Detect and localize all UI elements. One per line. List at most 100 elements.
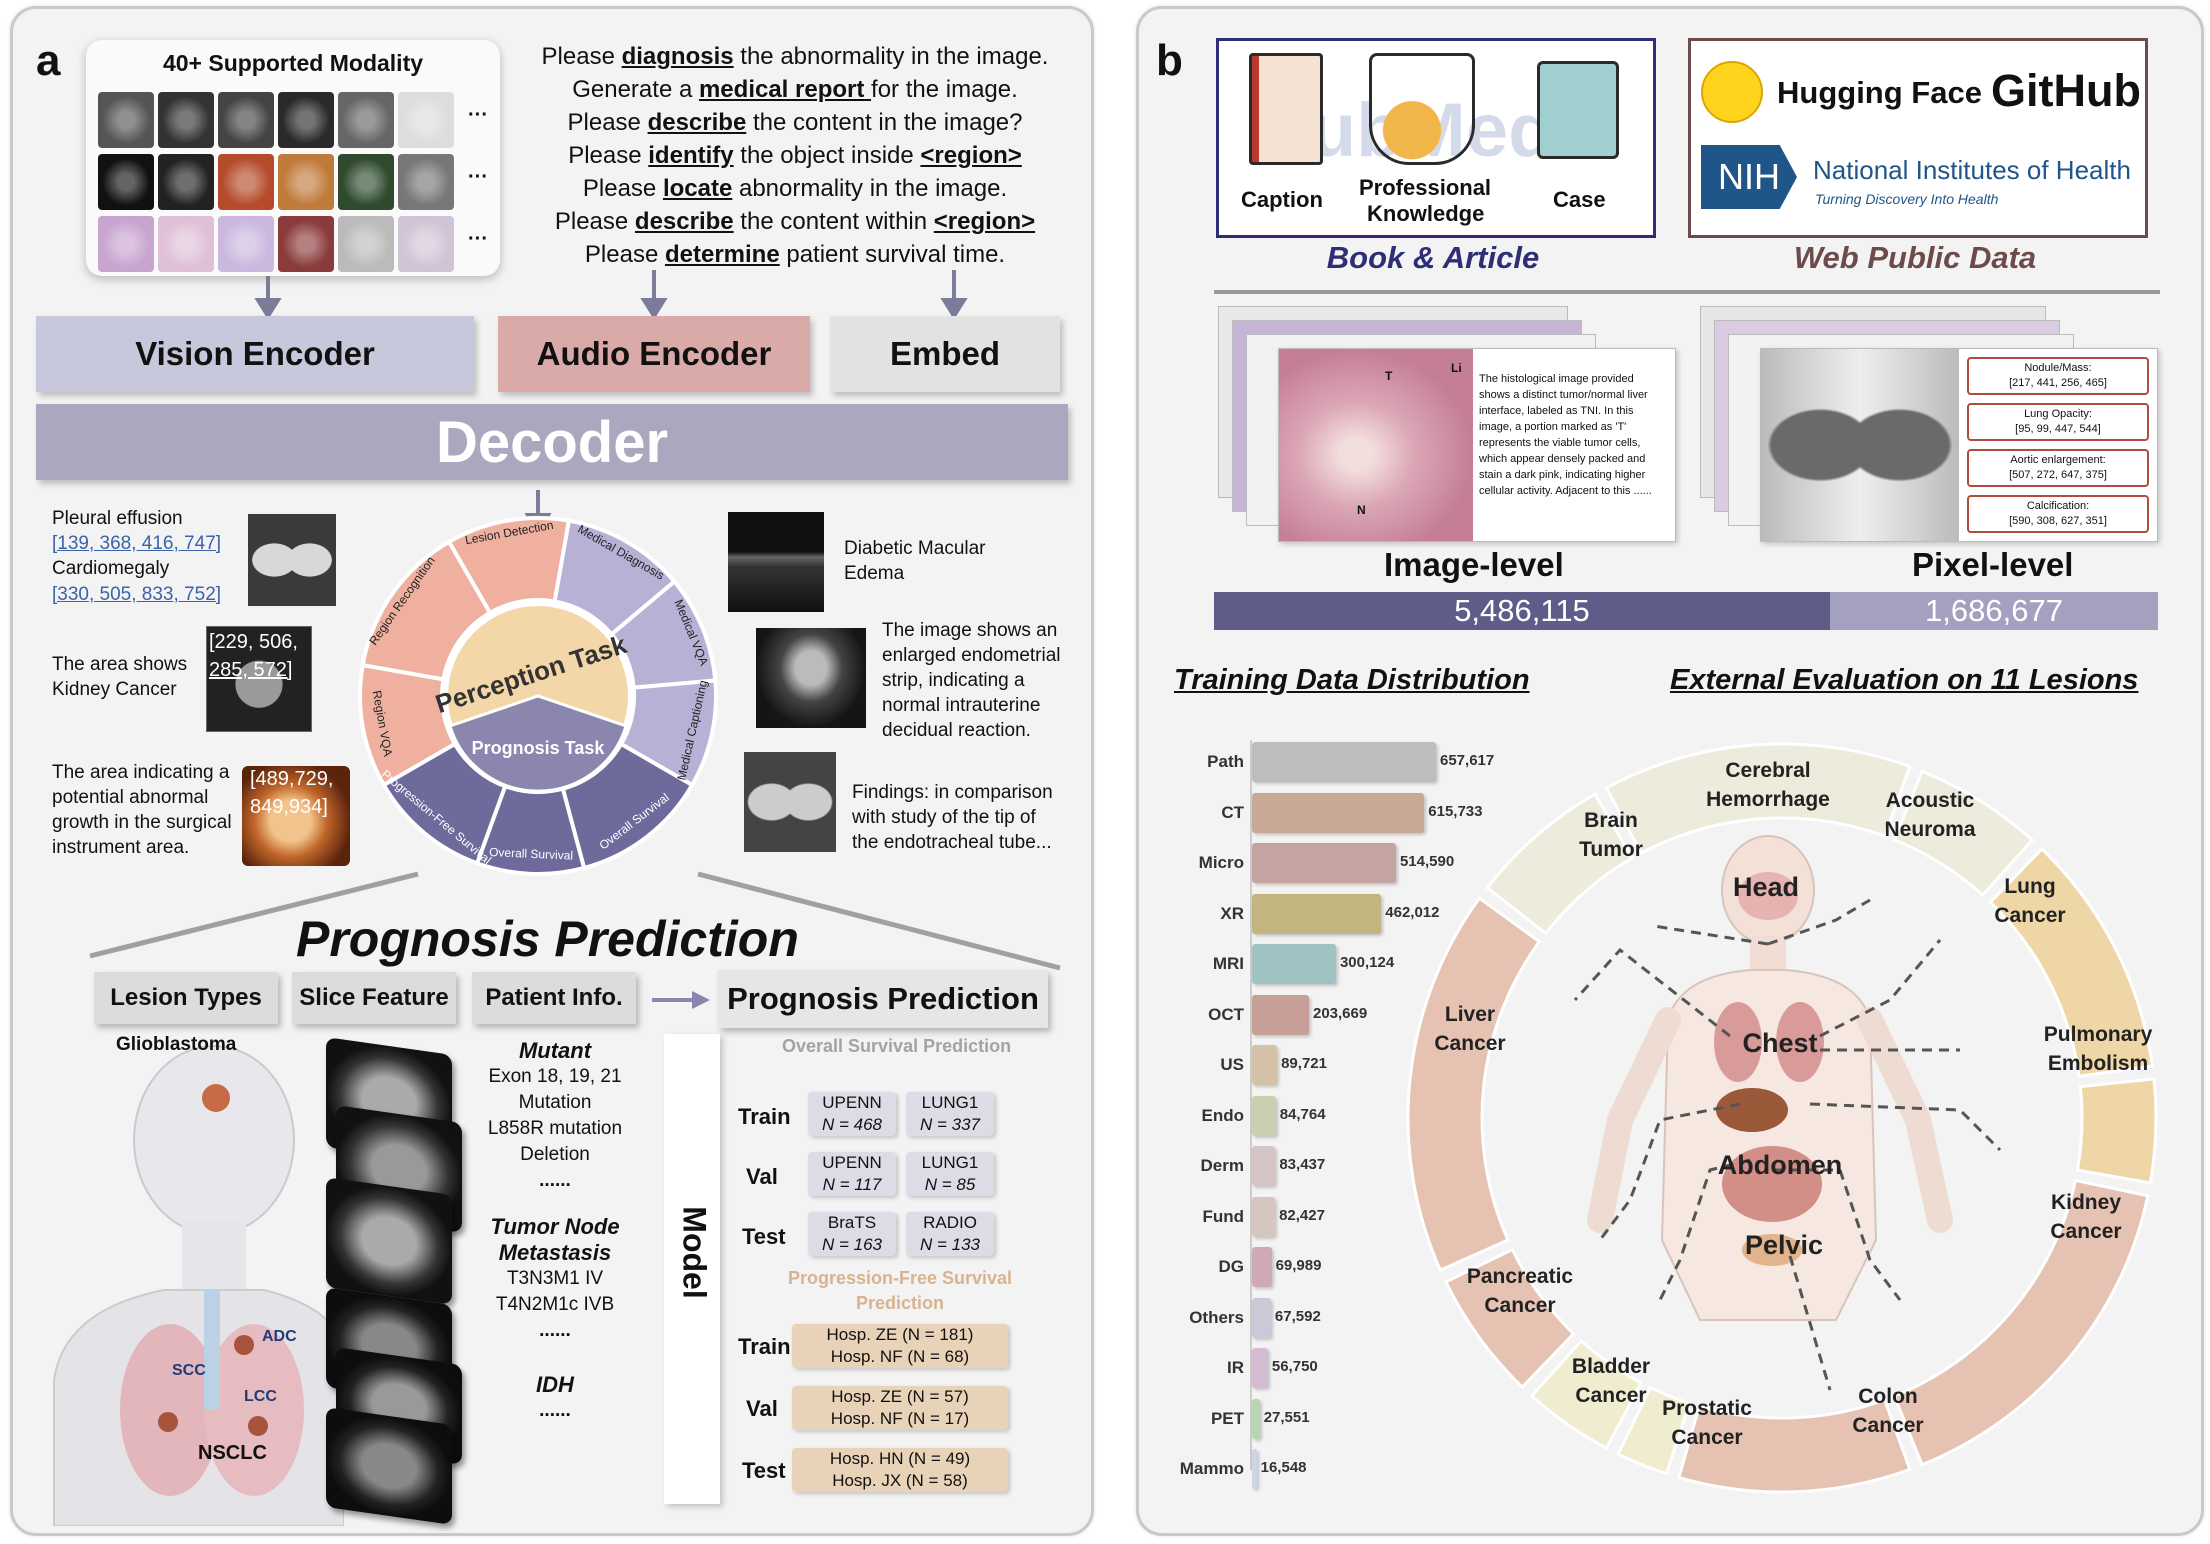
prognosis-callout-lines: [89, 871, 1061, 971]
pfs-title-line: Progression-Free Survival: [787, 1268, 1013, 1288]
histo-label: T: [1385, 369, 1393, 383]
ultrasound-line: The image shows an: [882, 620, 1058, 641]
prompt-3: Please describe the content in the image…: [567, 109, 1023, 136]
modality-thumb: [338, 92, 394, 148]
lesion-line: Liver: [1444, 1003, 1496, 1026]
lesion-sector: [1988, 846, 2155, 1078]
kidney-box-coord: 285, 572]: [209, 659, 293, 681]
arrow-right-icon: [652, 991, 710, 1009]
bar-category-label: OCT: [1208, 1004, 1244, 1024]
panel-a-label: a: [36, 36, 61, 85]
findings-caption: Findings: in comparison with study of th…: [852, 780, 1053, 855]
modality-thumb: [398, 216, 454, 272]
lesion-sector: [1892, 1178, 2150, 1467]
bar: [1252, 994, 1309, 1035]
lesion-line: Cancer: [1994, 904, 2066, 927]
histo-label: N: [1357, 503, 1366, 517]
modality-thumb: [218, 154, 274, 210]
case-icon: [1537, 61, 1619, 159]
mutant-line: Deletion: [520, 1144, 590, 1165]
oct-thumb: [728, 512, 824, 612]
prompt-7: Please determine patient survival time.: [584, 241, 1006, 268]
xray-image: [1761, 349, 1959, 541]
kidney-label-2: Kidney Cancer: [52, 679, 177, 700]
split-label: Test: [742, 1458, 786, 1483]
idh-dots: ......: [539, 1400, 571, 1421]
lesion-wheel: Head Chest Abdomen Pelvic: [1406, 742, 2158, 1494]
bar-category-label: Endo: [1201, 1105, 1245, 1125]
bar-value-label: 462,012: [1385, 903, 1440, 921]
bar-category-label: Mammo: [1179, 1459, 1244, 1478]
pixel-box-line: [217, 441, 256, 465]: [2009, 377, 2107, 389]
modality-thumb: [398, 154, 454, 210]
dme-label: Diabetic Macular Edema: [844, 536, 986, 586]
histology-card: T Li N The histological image provided s…: [1278, 348, 1676, 542]
lesion-line: Cancer: [1671, 1426, 1743, 1449]
prompt-5: Please locate abnormality in the image.: [582, 175, 1008, 202]
kidney-label-1: The area shows: [52, 654, 188, 675]
lesion-sector: [1616, 1385, 1692, 1476]
flask-icon: [1369, 53, 1475, 165]
chart-axis: [1250, 740, 1252, 1470]
pfs-cell-line: Hosp. ZE (N = 181): [826, 1325, 974, 1344]
bar-value-label: 56,750: [1271, 1358, 1318, 1375]
bar: [1252, 893, 1382, 934]
chest-label: Chest: [1742, 1028, 1817, 1058]
modality-thumb: [98, 216, 154, 272]
ellipsis: ···: [468, 166, 488, 188]
pixel-annotation-box: Aortic enlargement:[507, 272, 647, 375]: [1967, 449, 2149, 487]
os-cell-name: LUNG1: [921, 1153, 979, 1172]
bar: [1252, 944, 1336, 984]
prognosis-title: Prognosis Prediction: [296, 911, 799, 967]
pfs-cell-line: Hosp. HN (N = 49): [829, 1449, 971, 1468]
modality-thumb: [158, 92, 214, 148]
pixel-box-line: Aortic enlargement:: [2010, 454, 2106, 466]
ellipsis: ···: [468, 228, 488, 250]
bar-category-label: Others: [1189, 1307, 1244, 1327]
findings-line: the endotracheal tube...: [852, 832, 1052, 853]
lesion-line: Brain: [1584, 809, 1638, 832]
lesion-line: Kidney: [2050, 1191, 2121, 1214]
eval-title: External Evaluation on 11 Lesions: [1670, 664, 2139, 696]
lesion-line: Colon: [1858, 1385, 1918, 1408]
lesion-line: Lung: [2004, 875, 2056, 898]
xray-card: Nodule/Mass:[217, 441, 256, 465]Lung Opa…: [1760, 348, 2158, 542]
prompt-1: Please diagnosis the abnormality in the …: [541, 43, 1049, 70]
lesion-sector: [1529, 1338, 1644, 1451]
book-article-title: Book & Article: [1326, 240, 1540, 275]
tnm-line: T4N2M1c IVB: [495, 1294, 615, 1315]
nsclc-label: NSCLC: [198, 1442, 267, 1464]
bar-category-label: XR: [1220, 903, 1244, 923]
nih-tagline: Turning Discovery Into Health: [1815, 191, 1999, 207]
os-cell-name: UPENN: [822, 1153, 882, 1172]
bar: [1252, 1297, 1271, 1338]
bar-value-label: 16,548: [1260, 1459, 1307, 1476]
lesion-line: Neuroma: [1884, 818, 1976, 841]
body-figure: [1587, 835, 1953, 1321]
wheel-segment-label: Overall Survival: [489, 845, 574, 863]
bar-category-label: Fund: [1202, 1206, 1244, 1226]
modality-thumb: [338, 154, 394, 210]
dist-title: Training Data Distribution: [1174, 664, 1530, 696]
tnm-heading-2: Metastasis: [498, 1240, 612, 1265]
lesion-line: Acoustic: [1885, 789, 1975, 812]
case-label: Case: [1553, 187, 1606, 212]
lesion-sector: [1406, 896, 1542, 1273]
idh-heading: IDH: [536, 1372, 574, 1397]
model-label: Model: [676, 1206, 713, 1299]
os-cell-name: UPENN: [822, 1093, 882, 1112]
dme-line: Diabetic Macular: [844, 538, 986, 559]
pleural-effusion-label: Pleural effusion: [52, 508, 183, 529]
lesion-sector: [1604, 742, 1912, 856]
ellipsis: ···: [468, 104, 488, 126]
model-bar: Model: [664, 1034, 720, 1504]
